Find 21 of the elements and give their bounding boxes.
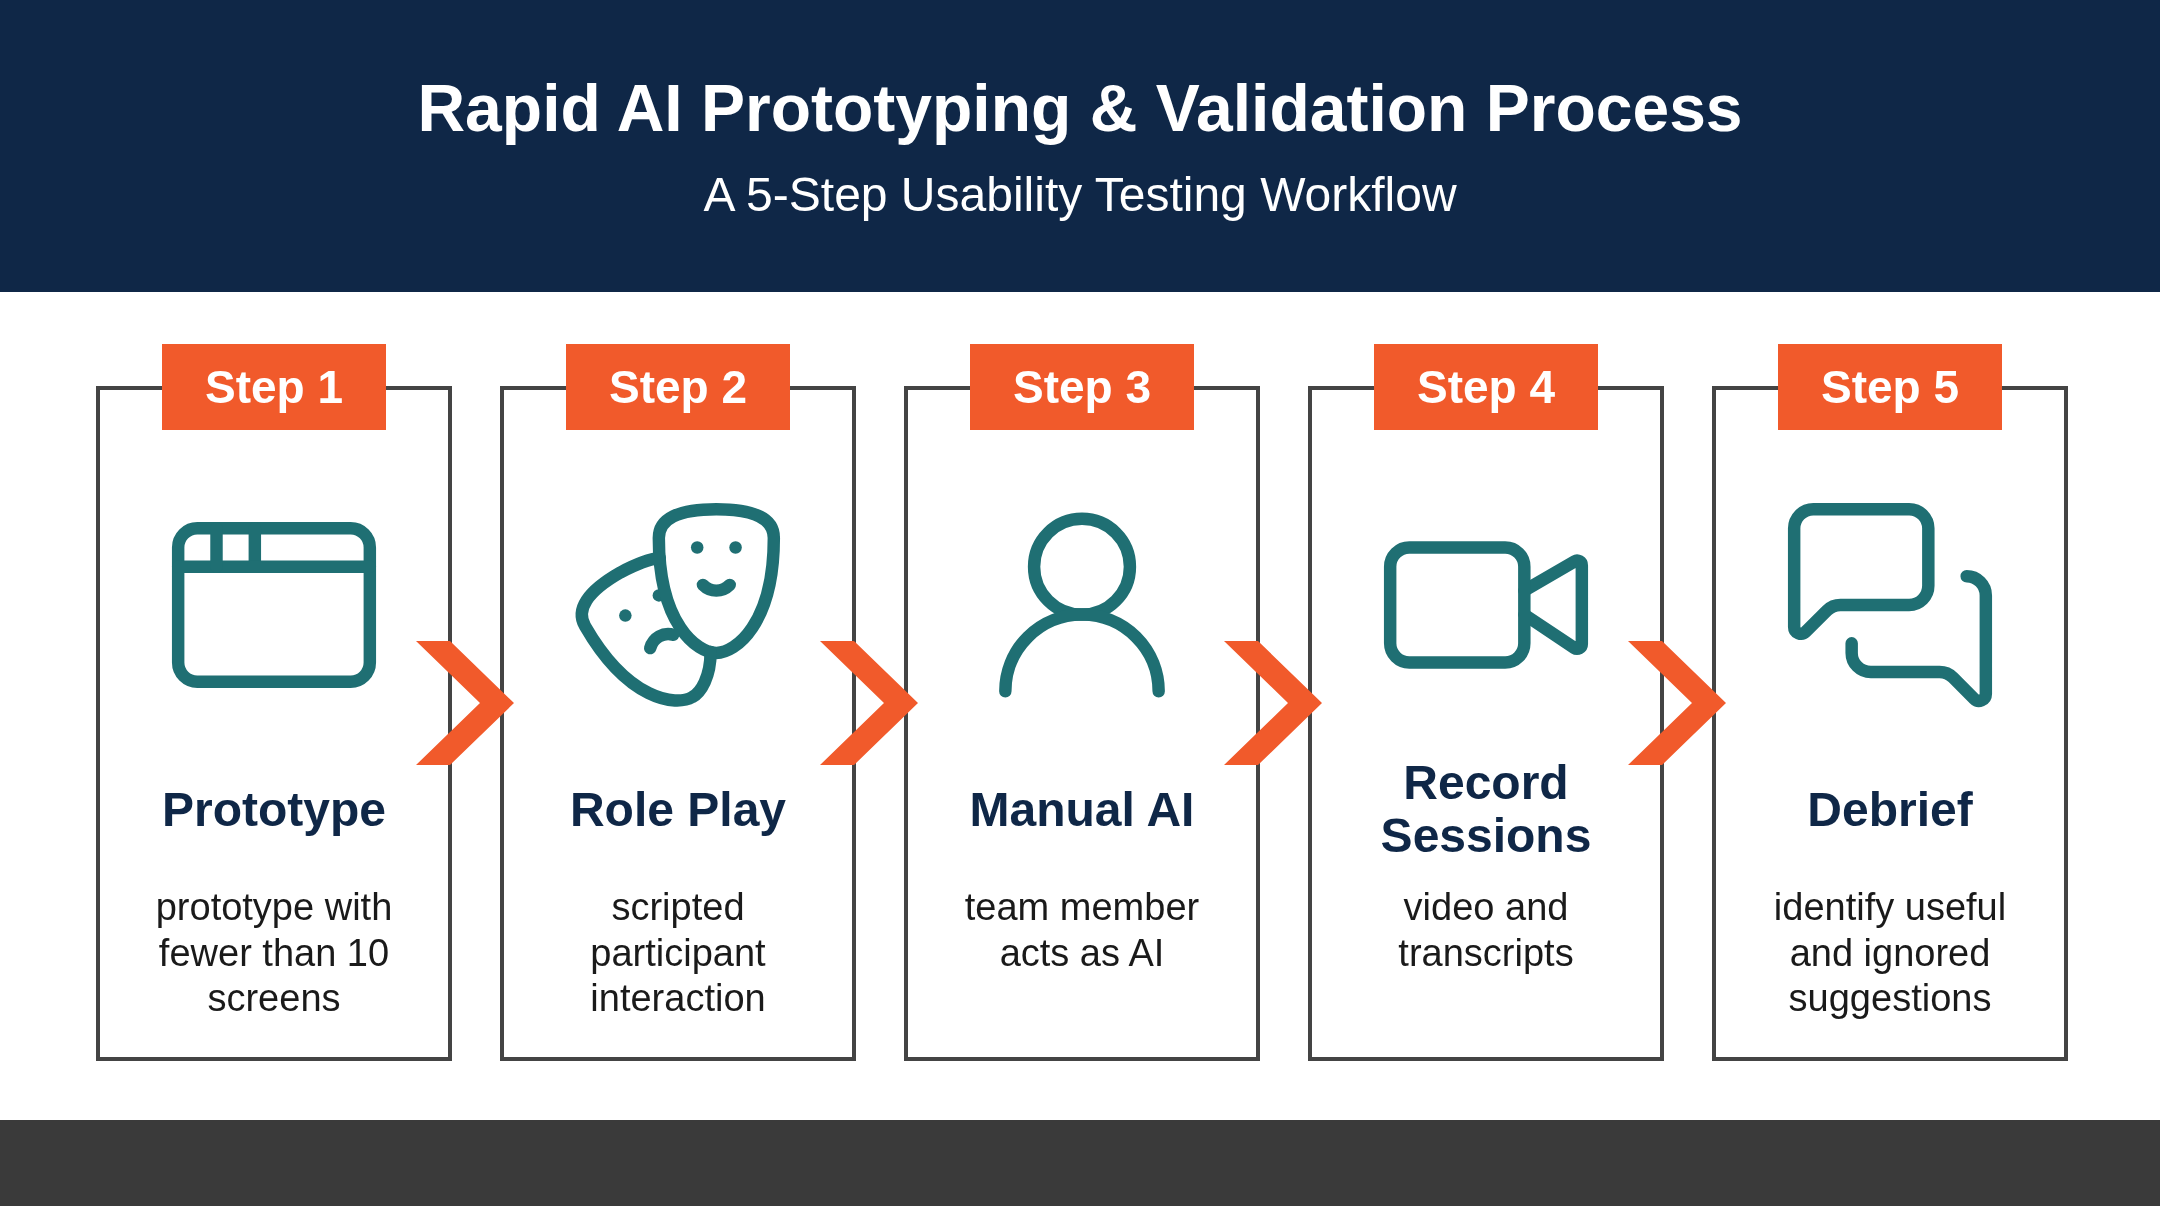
- chevron-arrow: [1628, 641, 1726, 765]
- step-title: Record Sessions: [1379, 757, 1593, 863]
- chevron-arrow: [1224, 641, 1322, 765]
- step-description: team member acts as AI: [963, 885, 1201, 976]
- step-description: video and transcripts: [1397, 885, 1575, 976]
- step-title: Manual AI: [969, 783, 1195, 837]
- step-badge: Step 1: [162, 344, 386, 430]
- step-badge: Step 4: [1374, 344, 1598, 430]
- title: Rapid AI Prototyping & Validation Process: [417, 69, 1743, 147]
- step-title: Prototype: [162, 783, 386, 837]
- step-title: Debrief: [1807, 783, 1973, 837]
- chevron-arrow: [820, 641, 918, 765]
- step-badge: Step 5: [1778, 344, 2002, 430]
- step-badge: Step 2: [566, 344, 790, 430]
- step-title: Role Play: [569, 783, 787, 837]
- step-description: prototype with fewer than 10 screens: [154, 885, 394, 1022]
- step-description: identify useful and ignored suggestions: [1772, 885, 2008, 1022]
- subtitle: A 5-Step Usability Testing Workflow: [703, 167, 1457, 224]
- chevron-arrow: [416, 641, 514, 765]
- step-description: scripted participant interaction: [589, 885, 767, 1022]
- step-badge: Step 3: [970, 344, 1194, 430]
